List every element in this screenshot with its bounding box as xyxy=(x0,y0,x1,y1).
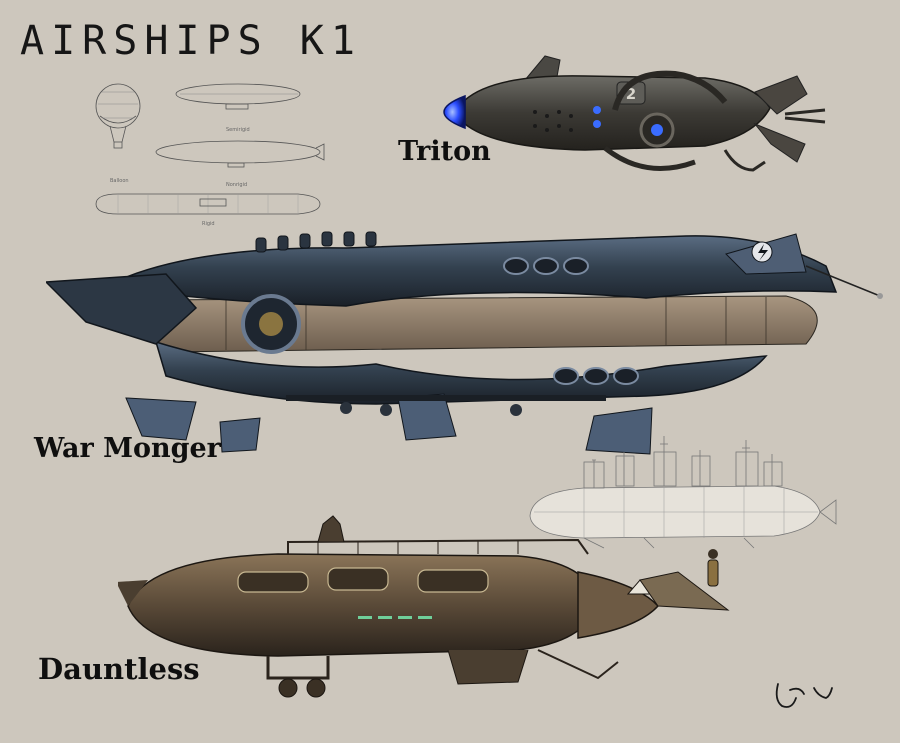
ship-label-war-monger: War Monger xyxy=(34,433,221,464)
caption-semirigid: Semirigid xyxy=(226,127,250,133)
caption-nonrigid: Nonrigid xyxy=(226,182,248,188)
artist-signature xyxy=(775,683,833,708)
ship-label-dauntless: Dauntless xyxy=(38,652,200,686)
rigid-airship-sketch xyxy=(529,436,837,549)
ship-label-triton: Triton xyxy=(398,136,491,167)
caption-balloon: Balloon xyxy=(110,178,129,184)
page-title: AIRSHIPS K1 xyxy=(20,18,362,64)
dauntless-airship xyxy=(118,515,730,698)
war-monger-airship xyxy=(46,231,883,455)
triton-airship: 2 xyxy=(443,55,826,172)
caption-rigid: Rigid xyxy=(202,221,215,227)
reference-sketches xyxy=(95,83,325,215)
triton-badge-number: 2 xyxy=(626,85,636,103)
